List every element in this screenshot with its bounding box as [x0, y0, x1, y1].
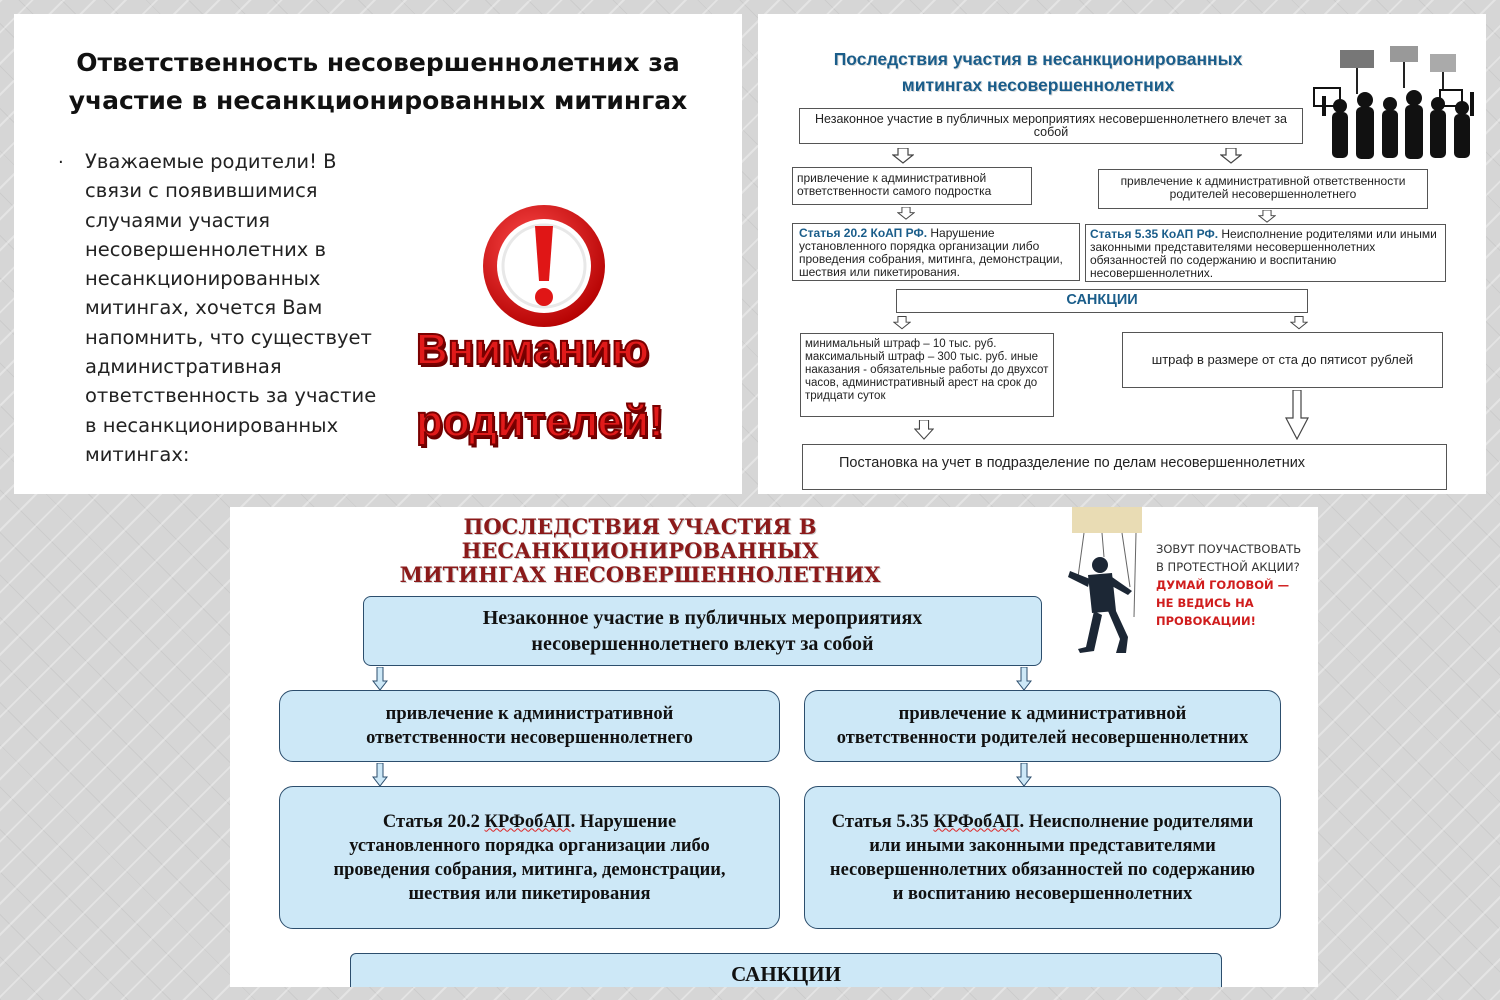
teen-responsibility-box: привлечение к административной ответстве… — [792, 167, 1032, 205]
article-5-35-box: Статья 5.35 КРФобАП. Неисполнение родите… — [804, 786, 1281, 929]
protest-crowd-image — [1313, 46, 1474, 159]
down-arrow-icon — [892, 148, 914, 164]
sanctions-header-box: САНКЦИИ — [350, 953, 1222, 987]
down-arrow-icon — [1220, 148, 1242, 164]
puppet-warning-line2: НЕ ВЕДИСЬ НА ПРОВОКАЦИИ! — [1156, 596, 1256, 628]
flowchart-title: Последствия участия в несанкционированны… — [833, 49, 1243, 95]
bullet-marker: · — [58, 152, 64, 173]
detailed-title-line1: ПОСЛЕДСТВИЯ УЧАСТИЯ В НЕСАНКЦИОНИРОВАННЫ… — [461, 514, 819, 563]
slide-body-text: Уважаемые родители! В связи с появившими… — [85, 150, 377, 466]
slide-parents-attention: Ответственность несовершеннолетних за уч… — [14, 14, 742, 494]
down-arrow-icon — [372, 763, 388, 787]
down-arrow-icon — [1285, 390, 1309, 440]
registration-box: Постановка на учет в подразделение по де… — [802, 444, 1447, 490]
down-arrow-icon — [897, 207, 915, 220]
down-arrow-icon — [1016, 667, 1032, 691]
article-5-35-text: Неисполнение родителями или иными законн… — [1090, 227, 1437, 280]
slide-consequences-detailed: ПОСЛЕДСТВИЯ УЧАСТИЯ В НЕСАНКЦИОНИРОВАННЫ… — [230, 507, 1318, 987]
parents-responsibility-box: привлечение к административной ответстве… — [1098, 169, 1428, 209]
down-arrow-icon — [893, 316, 911, 330]
article-5-35-box: Статья 5.35 КоАП РФ. Неисполнение родите… — [1085, 224, 1446, 282]
puppet-question-line2: В ПРОТЕСТНОЙ АКЦИИ? — [1156, 560, 1300, 574]
article-20-2-box: Статья 20.2 КРФобАП. Нарушение установле… — [279, 786, 780, 929]
puppet-protester-image: ЗОВУТ ПОУЧАСТВОВАТЬ В ПРОТЕСТНОЙ АКЦИИ? … — [1042, 507, 1318, 677]
parents-responsibility-box: привлечение к административной ответстве… — [804, 690, 1281, 762]
article-5-35-ref: Статья 5.35 КоАП РФ. — [1090, 227, 1219, 241]
down-arrow-icon — [1016, 763, 1032, 787]
detailed-title-line2: МИТИНГАХ НЕСОВЕРШЕННОЛЕТНИХ — [399, 562, 881, 587]
down-arrow-icon — [1290, 316, 1308, 330]
article-20-2-text: Нарушение установленного порядка организ… — [799, 226, 1063, 279]
down-arrow-icon — [372, 667, 388, 691]
parents-sanctions-box: штраф в размере от ста до пятисот рублей — [1122, 332, 1443, 388]
illegal-participation-box: Незаконное участие в публичных мероприят… — [363, 596, 1042, 666]
teen-sanctions-box: минимальный штраф – 10 тыс. руб. максима… — [800, 333, 1054, 417]
down-arrow-icon — [1258, 210, 1276, 223]
slide-consequences-flowchart: Последствия участия в несанкционированны… — [758, 14, 1486, 494]
code-abbreviation: КРФобАП — [484, 811, 571, 832]
code-abbreviation: КРФобАП — [933, 811, 1020, 832]
teen-responsibility-box: привлечение к административной ответстве… — [279, 690, 780, 762]
down-arrow-icon — [914, 420, 934, 440]
puppet-warning-line1: ДУМАЙ ГОЛОВОЙ — — [1156, 578, 1290, 592]
article-20-2-box: Статья 20.2 КоАП РФ. Нарушение установле… — [792, 223, 1080, 281]
slide-title: Ответственность несовершеннолетних за уч… — [68, 48, 688, 115]
exclamation-alert-icon — [483, 205, 605, 327]
detailed-title: ПОСЛЕДСТВИЯ УЧАСТИЯ В НЕСАНКЦИОНИРОВАННЫ… — [320, 515, 960, 587]
attention-heading-line2: родителей! — [415, 397, 665, 446]
puppet-protester-icon — [1068, 507, 1142, 653]
article-20-2-ref: Статья 20.2 КоАП РФ. — [799, 226, 928, 240]
illegal-participation-box: Незаконное участие в публичных мероприят… — [799, 108, 1303, 144]
puppet-question-line1: ЗОВУТ ПОУЧАСТВОВАТЬ — [1156, 542, 1302, 556]
attention-heading-line1: Вниманию — [415, 325, 650, 374]
sanctions-header-box: САНКЦИИ — [896, 289, 1308, 313]
